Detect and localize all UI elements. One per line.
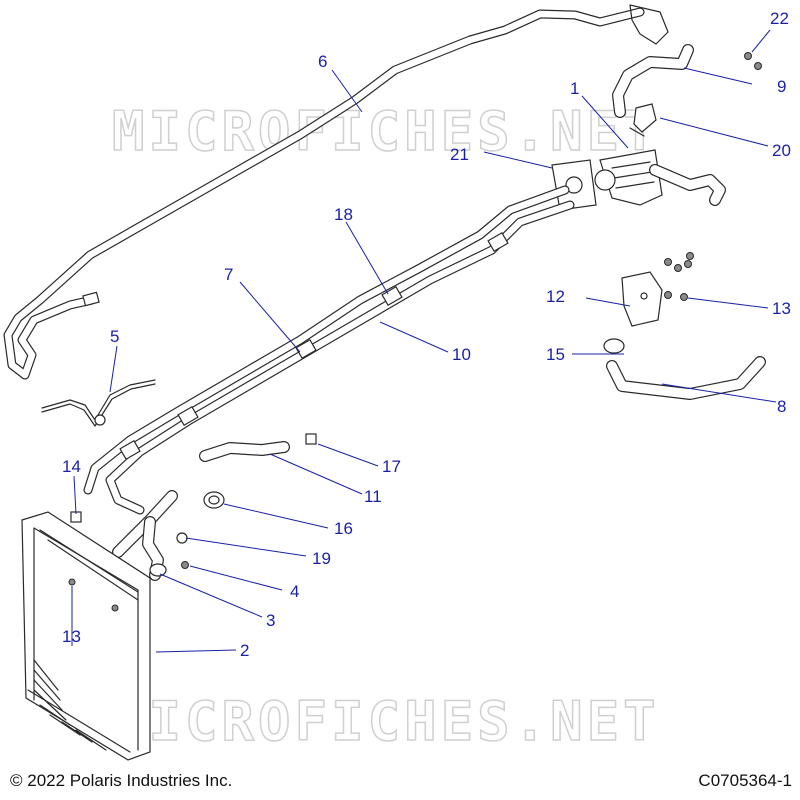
callout-11: 11: [364, 487, 382, 506]
callout-14: 14: [62, 457, 81, 476]
part-4-fitting: [181, 561, 189, 569]
callout-18: 18: [334, 205, 353, 224]
copyright-text: © 2022 Polaris Industries Inc.: [10, 771, 232, 790]
part-2-radiator: [21, 511, 151, 761]
callout-17: 17: [382, 457, 401, 476]
callout-6: 6: [318, 52, 327, 71]
part-12-bracket: [621, 271, 663, 327]
part-16-clamp: [203, 491, 225, 509]
part-6-upper-tube: [3, 4, 669, 380]
callout-20: 20: [772, 141, 791, 160]
watermark-top: MICROFICHES.NET: [112, 100, 660, 163]
callouts: 1 2 3 4 5 6 7 8 9 10 11 12 13 13 14 15 1…: [62, 9, 791, 660]
callout-10: 10: [452, 345, 471, 364]
part-1-valve-assembly: [594, 149, 726, 206]
part-19-fitting: [176, 532, 188, 544]
callout-13-right: 13: [772, 299, 791, 318]
part-22-bolts: [744, 52, 762, 70]
callout-8: 8: [777, 397, 786, 416]
part-3-hose-connector: [112, 490, 178, 581]
callout-1: 1: [570, 79, 579, 98]
callout-13-left: 13: [62, 627, 81, 646]
part-21-mount-plate: [551, 159, 597, 211]
leader-lines: [71, 29, 777, 653]
callout-12: 12: [546, 287, 565, 306]
callout-5: 5: [110, 327, 119, 346]
watermark-bottom: MICROFICHES.NET: [112, 690, 660, 753]
callout-22: 22: [770, 9, 789, 28]
part-5-bleed-tube: [41, 379, 156, 427]
callout-15: 15: [546, 345, 565, 364]
part-20-fitting: [629, 103, 657, 137]
part-10-long-tube: [105, 200, 575, 515]
part-7-long-tube: [83, 185, 570, 495]
part-17-clip: [305, 433, 317, 445]
part-8-lower-hose: [606, 356, 766, 400]
callout-7: 7: [224, 265, 233, 284]
callout-16: 16: [334, 519, 353, 538]
part-11-short-hose: [199, 441, 290, 462]
part-9-upper-hose: [612, 44, 694, 118]
diagram-code: C0705364-1: [698, 771, 792, 790]
callout-2: 2: [240, 641, 249, 660]
part-13-bolts-right: [664, 252, 694, 301]
part-18-clips: [119, 231, 509, 461]
part-15-clamp: [603, 338, 625, 354]
callout-9: 9: [777, 77, 786, 96]
callout-4: 4: [290, 582, 299, 601]
callout-21: 21: [450, 145, 469, 164]
callout-19: 19: [312, 549, 331, 568]
callout-3: 3: [266, 611, 275, 630]
